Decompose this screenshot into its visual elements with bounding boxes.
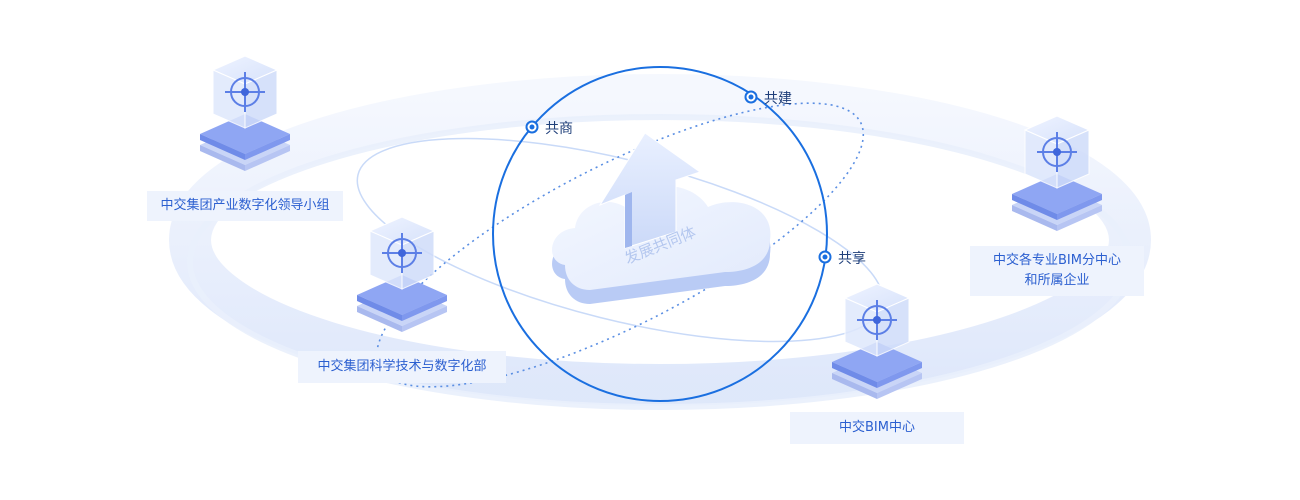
crosshair-cube-icon <box>831 283 923 400</box>
crosshair-cube-icon <box>1011 115 1103 232</box>
branches-line-1: 中交各专业BIM分中心 <box>993 253 1121 268</box>
gongshang-marker <box>525 120 539 134</box>
node-label-leadership: 中交集团产业数字化领导小组 <box>147 191 343 221</box>
cloud-arrow-icon <box>552 132 771 304</box>
node-label-bim-center: 中交BIM中心 <box>790 412 964 444</box>
node-label-science: 中交集团科学技术与数字化部 <box>298 351 506 383</box>
gongxiang-marker <box>818 250 832 264</box>
orbit-dotted-ellipse <box>375 102 865 388</box>
gongjian-marker <box>744 90 758 104</box>
crosshair-cube-icon <box>356 216 448 333</box>
keyword-gongjian: 共建 <box>764 91 792 107</box>
keyword-gongshang: 共商 <box>545 121 573 137</box>
keyword-gongxiang: 共享 <box>838 251 866 267</box>
branches-line-2: 和所属企业 <box>1024 273 1090 288</box>
crosshair-cube-icon <box>199 55 291 172</box>
node-label-branches: 中交各专业BIM分中心 和所属企业 <box>970 246 1144 296</box>
central-circle <box>492 66 828 402</box>
